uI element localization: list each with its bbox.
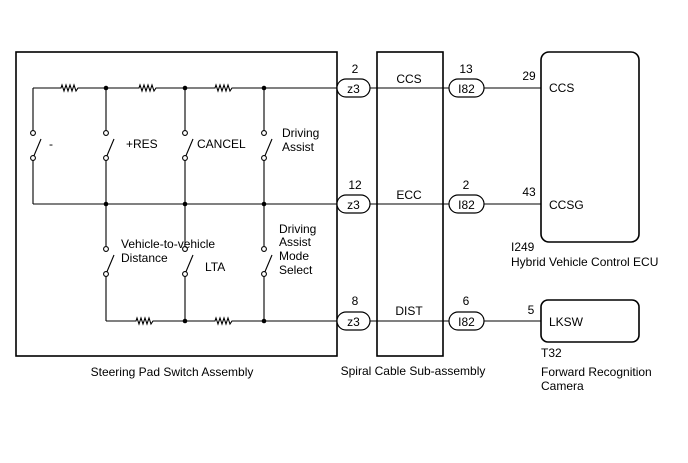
switch-label-vehicle-distance-2: Distance <box>121 251 168 265</box>
ecu-name: Hybrid Vehicle Control ECU <box>511 255 658 269</box>
camera-terminal-lksw: LKSW <box>549 315 584 329</box>
switch-label-mode-select-2: Assist <box>279 235 312 249</box>
switch-contacts <box>30 130 267 277</box>
switch-label-driving-assist-2: Assist <box>282 140 315 154</box>
connector-i82-ecc: I82 <box>448 194 485 214</box>
connector-label: I82 <box>458 198 475 212</box>
connector-label: I82 <box>458 82 475 96</box>
z3-pin-ccs: 2 <box>352 62 359 76</box>
connector-z3-ecc: z3 <box>336 194 371 214</box>
i82-pin-dist: 6 <box>463 294 470 308</box>
switch-label-mode-select-4: Select <box>279 263 313 277</box>
connector-label: z3 <box>347 315 360 329</box>
switch-label-lta: LTA <box>205 260 225 274</box>
connector-i82-ccs: I82 <box>448 78 485 98</box>
steering-pad-wiring <box>32 83 337 326</box>
ecu-terminal-ccs: CCS <box>549 81 574 95</box>
camera-id: T32 <box>541 346 562 360</box>
junction-dots <box>103 85 267 324</box>
connector-i82-dist: I82 <box>448 311 485 331</box>
spiral-signal-dist: DIST <box>395 304 423 318</box>
connector-label: z3 <box>347 198 360 212</box>
connector-z3-dist: z3 <box>336 311 371 331</box>
switch-label-vehicle-distance-1: Vehicle-to-vehicle <box>121 237 215 251</box>
ecu-pin-ccs: 29 <box>522 69 536 83</box>
spiral-cable-name: Spiral Cable Sub-assembly <box>341 364 486 378</box>
switch-label-cancel: CANCEL <box>197 137 246 151</box>
spiral-signal-ecc: ECC <box>396 188 422 202</box>
z3-pin-dist: 8 <box>352 294 359 308</box>
i82-pin-ccs: 13 <box>459 62 473 76</box>
switch-label-mode-select-3: Mode <box>279 249 309 263</box>
connector-label: I82 <box>458 315 475 329</box>
steering-pad-name: Steering Pad Switch Assembly <box>91 365 254 379</box>
switch-label-minus: - <box>49 137 53 151</box>
ecu-id: I249 <box>511 240 535 254</box>
ecu-terminal-ccsg: CCSG <box>549 198 584 212</box>
i82-pin-ecc: 2 <box>463 178 470 192</box>
spiral-signal-ccs: CCS <box>396 72 421 86</box>
ecu-pin-ccsg: 43 <box>522 185 536 199</box>
camera-name-1: Forward Recognition <box>541 365 652 379</box>
external-wires <box>370 87 541 322</box>
connector-label: z3 <box>347 82 360 96</box>
switch-label-mode-select-1: Driving <box>279 222 316 236</box>
z3-pin-ecc: 12 <box>348 178 362 192</box>
switch-label-driving-assist-1: Driving <box>282 126 319 140</box>
camera-name-2: Camera <box>541 379 584 393</box>
ecu-box <box>540 51 640 243</box>
switch-label-res: +RES <box>126 137 158 151</box>
camera-pin-lksw: 5 <box>528 303 535 317</box>
connector-z3-ccs: z3 <box>336 78 371 98</box>
